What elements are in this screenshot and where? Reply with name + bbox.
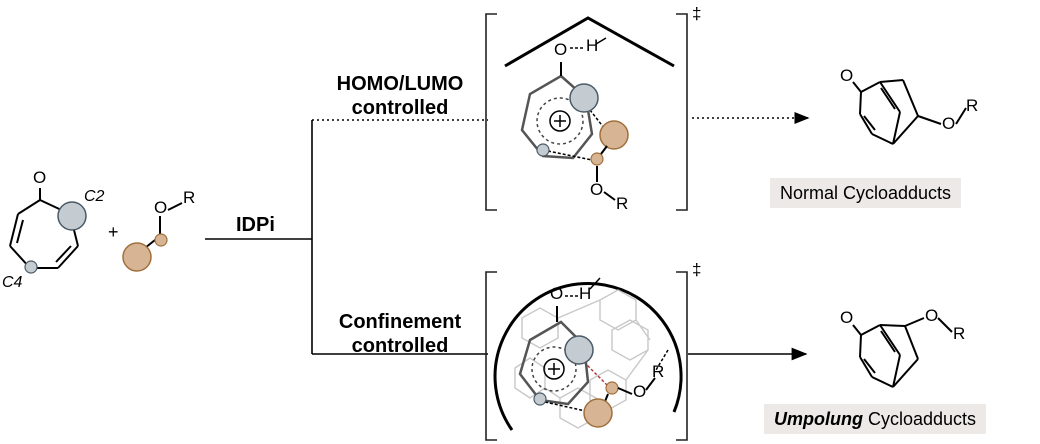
normal-product-r-label: R: [966, 96, 979, 115]
c2-orbital-lobe: [57, 201, 87, 231]
umpolung-term: Umpolung: [774, 409, 863, 429]
normal-cycloadduct-structure: [852, 79, 967, 145]
bottom-ts-r-label: R: [652, 362, 665, 381]
normal-product-ether-oxygen-label: O: [942, 114, 956, 133]
vinyl-ether-small-lobe: [154, 233, 168, 247]
bottom-ts-ether-oxygen-label: O: [633, 382, 647, 401]
top-ts-r-label: R: [616, 194, 629, 213]
vinyl-ether-oxygen-label: O: [154, 198, 168, 217]
top-ts-double-dagger: ‡: [692, 4, 702, 23]
umpolung-product-oxygen-label: O: [840, 308, 854, 327]
top-ts-h-bond: [595, 37, 607, 45]
bottom-ts-vinyl-large-lobe: [583, 398, 613, 428]
normal-cycloadducts-label: Normal Cycloadducts: [770, 178, 962, 208]
catalyst-label: IDPi: [236, 214, 275, 236]
tropone-oxygen-label: O: [33, 168, 47, 187]
bottom-pathway-line2: controlled: [351, 335, 449, 357]
bottom-ts-double-dagger: ‡: [692, 260, 702, 279]
plus-sign: +: [108, 222, 119, 242]
bottom-pathway-line1: Confinement: [338, 311, 462, 333]
vinyl-ether-large-lobe: [122, 242, 152, 272]
bottom-ts-vinyl-small-lobe: [605, 381, 619, 395]
umpolung-product-ether-oxygen-label: O: [925, 306, 939, 325]
umpolung-cycloadduct-structure: [852, 317, 953, 388]
bottom-ts-or-bond: [645, 377, 656, 391]
top-ts-forming-bond-2: [547, 150, 593, 161]
top-ts-hydrogen-label: H: [586, 36, 599, 55]
vinyl-ether-r-label: R: [183, 188, 196, 207]
umpolung-label-rest: Cycloadducts: [862, 409, 977, 429]
bottom-ts-hydrogen-label: H: [579, 284, 592, 303]
top-pathway-line2: controlled: [351, 97, 449, 119]
top-ts-vinyl-small-lobe: [590, 152, 604, 166]
bottom-ts-plus-circle: [543, 358, 565, 380]
top-ts-dashed-ring: [536, 97, 584, 145]
top-ts-plus-circle: [549, 110, 571, 132]
bottom-ts-vinyl-o-bond: [617, 387, 633, 395]
bottom-ts-oxygen-label: O: [550, 284, 564, 303]
top-ts-brackets: [485, 13, 688, 211]
umpolung-cycloadducts-label: Umpolung Cycloadducts: [764, 404, 987, 434]
bottom-ts-h-bond: [589, 277, 601, 290]
bottom-ts-r-contact: [655, 349, 669, 371]
umpolung-product-r-label: R: [953, 324, 966, 343]
bottom-ts-brackets: [485, 271, 688, 441]
top-ts-oxygen-label: O: [554, 40, 568, 59]
bottom-ts-catalyst-framework: [514, 289, 651, 429]
top-ts-vinyl-large-lobe: [599, 120, 629, 150]
bottom-ts-c2-lobe: [564, 335, 594, 365]
bottom-ts-forming-bond-2: [544, 401, 591, 413]
c4-orbital-lobe: [24, 260, 38, 274]
branch-lines: [205, 120, 488, 355]
bottom-pathway-label: Confinement controlled: [316, 310, 484, 358]
c2-atom-label: C2: [84, 188, 105, 205]
bottom-ts-c4-lobe: [533, 392, 547, 406]
normal-product-oxygen-label: O: [840, 66, 854, 85]
top-ts-c4-lobe: [536, 143, 550, 157]
bottom-ts-forming-bond-1: [583, 361, 609, 387]
top-ts-ether-oxygen-label: O: [590, 180, 604, 199]
top-ts-roof: [504, 16, 675, 68]
bottom-ts-dashed-ring: [531, 346, 577, 392]
top-ts-or-bond: [603, 191, 616, 201]
top-ts-c2-lobe: [569, 83, 599, 113]
top-pathway-label: HOMO/LUMO controlled: [320, 72, 480, 120]
c4-atom-label: C4: [2, 274, 23, 291]
top-pathway-line1: HOMO/LUMO: [336, 73, 464, 95]
bottom-ts-confinement-arc: [493, 282, 683, 431]
